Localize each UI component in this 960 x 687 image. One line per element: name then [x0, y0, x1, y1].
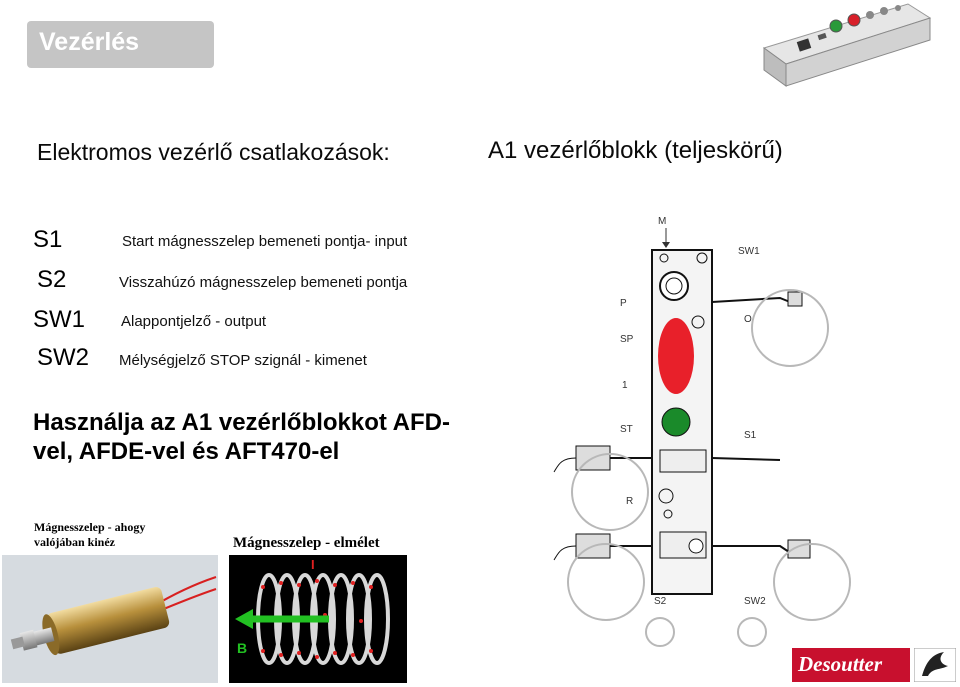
code-sw1: SW1 [33, 306, 86, 333]
field-label: B [237, 640, 247, 656]
title-box [27, 21, 214, 68]
theory-caption: Mágnesszelep - elmélet [233, 535, 380, 551]
label-p: P [620, 298, 627, 309]
solenoid-photo [2, 555, 218, 683]
desc-sw2: Mélységjelző STOP szignál - kimenet [119, 352, 367, 369]
red-lamp [658, 318, 694, 394]
callout-circle-sw2-small [737, 617, 767, 647]
current-label: I [311, 557, 315, 572]
code-sw2: SW2 [37, 344, 90, 371]
connections-heading: Elektromos vezérlő csatlakozások: [37, 139, 390, 165]
label-s1: S1 [744, 430, 757, 441]
solenoid-theory-image: I B [229, 555, 407, 683]
logo-emblem-icon [914, 648, 956, 682]
control-block-diagram: M SW1 P O SP 1 ST S1 R S2 SW2 [553, 216, 851, 647]
label-sp: SP [620, 334, 634, 345]
code-s2: S2 [37, 266, 67, 293]
control-block-photo [762, 3, 932, 87]
block-heading: A1 vezérlőblokk (teljeskörű) [488, 137, 783, 164]
callout-circle-o [751, 289, 829, 367]
desoutter-logo: Desoutter [792, 648, 910, 682]
logo-text: Desoutter [798, 652, 882, 676]
label-o: O [744, 314, 752, 325]
desc-s1: Start mágnesszelep bemeneti pontja- inpu… [122, 233, 408, 250]
green-lamp [661, 407, 691, 437]
label-m: M [658, 216, 666, 227]
callout-circle-s2 [567, 543, 645, 621]
callout-circle-st [571, 453, 649, 531]
code-s1: S1 [33, 226, 63, 253]
label-s2: S2 [654, 596, 667, 607]
callout-circle-sw2 [773, 543, 851, 621]
label-one: 1 [622, 380, 628, 391]
desc-s2: Visszahúzó mágnesszelep bemeneti pontja [119, 274, 408, 291]
label-r: R [626, 496, 633, 507]
desc-sw1: Alappontjelző - output [121, 313, 267, 330]
photo-caption: Mágnesszelep - ahogy valójában kinéz [34, 520, 146, 549]
label-st: ST [620, 424, 633, 435]
callout-circle-s2-small [645, 617, 675, 647]
page-title: Vezérlés [39, 28, 140, 56]
label-sw1-top: SW1 [738, 246, 760, 257]
label-sw2: SW2 [744, 596, 766, 607]
usage-text: Használja az A1 vezérlőblokkot AFD-vel, … [33, 409, 450, 465]
